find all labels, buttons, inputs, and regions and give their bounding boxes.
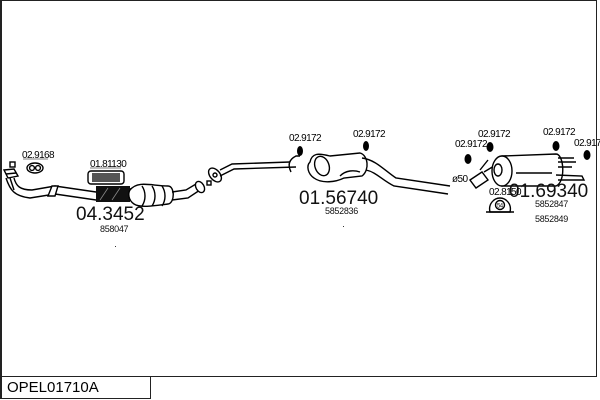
- stray-dot: [343, 226, 344, 227]
- front-gasket[interactable]: 02.9168: [9, 150, 56, 174]
- rear-silencer-oe-number: 5852847: [535, 199, 568, 209]
- hanger-icon: [583, 150, 591, 160]
- rear-silencer-oe-number: 5852849: [535, 214, 568, 224]
- stray-dot: [115, 246, 116, 247]
- rear-silencer-body-icon: [501, 153, 564, 187]
- clamp-ring-icon: [494, 199, 506, 211]
- pipe-connector-icon: [468, 171, 490, 189]
- hanger-icon: [297, 146, 303, 156]
- gasket-marker-icon: [206, 180, 212, 186]
- rear-silencer[interactable]: ø50 02.9172 02.9172 02.9172 02.9172 01.6…: [452, 127, 600, 224]
- rear-clamp[interactable]: 02.8150 54: [486, 187, 523, 213]
- centre-silencer-oe-number: 5852836: [325, 206, 358, 216]
- flex-pipe[interactable]: 01.81130: [87, 159, 128, 185]
- front-pipe[interactable]: 04.3452 858047: [2, 168, 212, 234]
- rear-hanger-label: 02.9172: [478, 129, 511, 140]
- pipe-diameter-label: ø50: [452, 174, 468, 185]
- clamp-size-label: 54: [497, 204, 504, 210]
- title-box: OPEL01710A: [0, 377, 151, 399]
- diagram-title: OPEL01710A: [7, 379, 99, 396]
- rear-hanger-label: 02.9172: [543, 127, 576, 138]
- flex-braid-icon: [92, 173, 120, 182]
- front-gasket-label: 02.9168: [22, 150, 55, 161]
- centre-silencer-part-number: 01.56740: [299, 188, 378, 209]
- rear-silencer-part-number: 01.69340: [509, 181, 588, 202]
- exhaust-diagram: 02.9168 01.81130 04.3452 858047: [2, 127, 600, 247]
- centre-hanger-label: 02.9172: [289, 133, 322, 144]
- bracket-icon: [46, 185, 59, 197]
- rear-hanger-label: 02.9172: [455, 139, 488, 150]
- front-pipe-part-number: 04.3452: [76, 204, 145, 225]
- hanger-icon: [486, 142, 494, 152]
- clamp-label: 02.8150: [489, 187, 522, 198]
- outlet-flange-icon: [194, 180, 206, 194]
- gasket-hole-icon: [28, 164, 36, 172]
- hanger-icon: [363, 141, 369, 151]
- hanger-icon: [552, 141, 560, 151]
- rear-hanger-label: 02.9172: [574, 138, 600, 149]
- gasket-hole-icon: [34, 164, 42, 172]
- front-pipe-oe-number: 858047: [100, 224, 129, 234]
- flex-pipe-label: 01.81130: [90, 159, 127, 170]
- gasket-marker-icon: [9, 161, 16, 168]
- centre-hanger-label: 02.9172: [353, 129, 386, 140]
- front-flex-section: [96, 186, 130, 202]
- centre-silencer[interactable]: 02.9172 02.9172 01.56740 5852836: [206, 129, 451, 216]
- catalytic-converter-icon: [128, 183, 174, 207]
- hanger-icon: [464, 154, 472, 164]
